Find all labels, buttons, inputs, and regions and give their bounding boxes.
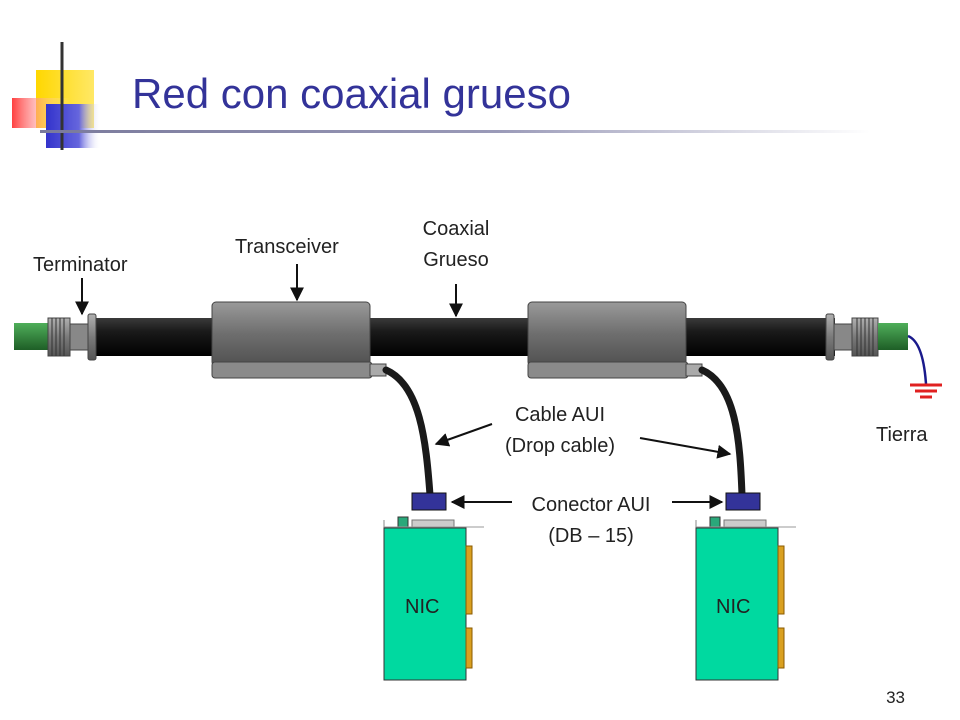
aui-connector-right [725, 492, 761, 511]
left-terminator-collar [87, 313, 97, 361]
drop-cable-left [382, 366, 434, 499]
label-conector-line2: (DB – 15) [548, 525, 634, 547]
right-terminator-neck [833, 323, 855, 351]
label-cable-aui-line1: Cable AUI [514, 404, 606, 426]
left-green-connector [14, 323, 50, 350]
label-nic-left: NIC [405, 596, 440, 618]
deco-blue-square [46, 104, 101, 148]
label-coaxial-grueso: Coaxial Grueso [410, 214, 502, 276]
right-terminator-knurl [856, 318, 874, 356]
transceiver-right-body [527, 301, 687, 367]
ground-symbol [910, 383, 942, 399]
label-tierra: Tierra [876, 424, 928, 446]
aui-connector-left [411, 492, 447, 511]
drop-cable-right [698, 366, 746, 499]
label-terminator: Terminator [33, 254, 128, 276]
left-terminator-knurl [51, 318, 65, 356]
label-nic-right: NIC [716, 596, 751, 618]
slide-title: Red con coaxial grueso [132, 70, 571, 117]
transceiver-left-base [211, 361, 373, 379]
label-coaxial-line2: Grueso [423, 249, 489, 271]
right-terminator-collar [825, 313, 835, 361]
left-terminator-neck [69, 323, 91, 351]
nic-card-left [383, 516, 484, 681]
label-transceiver: Transceiver [235, 236, 339, 258]
label-conector-aui: Conector AUI (DB – 15) [510, 490, 672, 552]
thick-coax-cable [90, 318, 835, 356]
left-terminator-body [47, 317, 71, 357]
right-green-connector [878, 323, 908, 350]
label-coaxial-line1: Coaxial [422, 218, 490, 240]
arrow-cable-aui-right [639, 437, 732, 459]
transceiver-left-body [211, 301, 371, 367]
page-number: 33 [886, 688, 905, 707]
transceiver-right-base [527, 361, 689, 379]
nic-card-right [695, 516, 796, 681]
label-conector-line1: Conector AUI [531, 494, 651, 516]
corner-decoration [12, 42, 101, 150]
arrow-cable-aui-left [434, 423, 493, 447]
label-cable-aui: Cable AUI (Drop cable) [484, 400, 636, 462]
title-underline [40, 130, 870, 133]
ground-wire [907, 334, 928, 385]
label-cable-aui-line2: (Drop cable) [504, 435, 616, 457]
